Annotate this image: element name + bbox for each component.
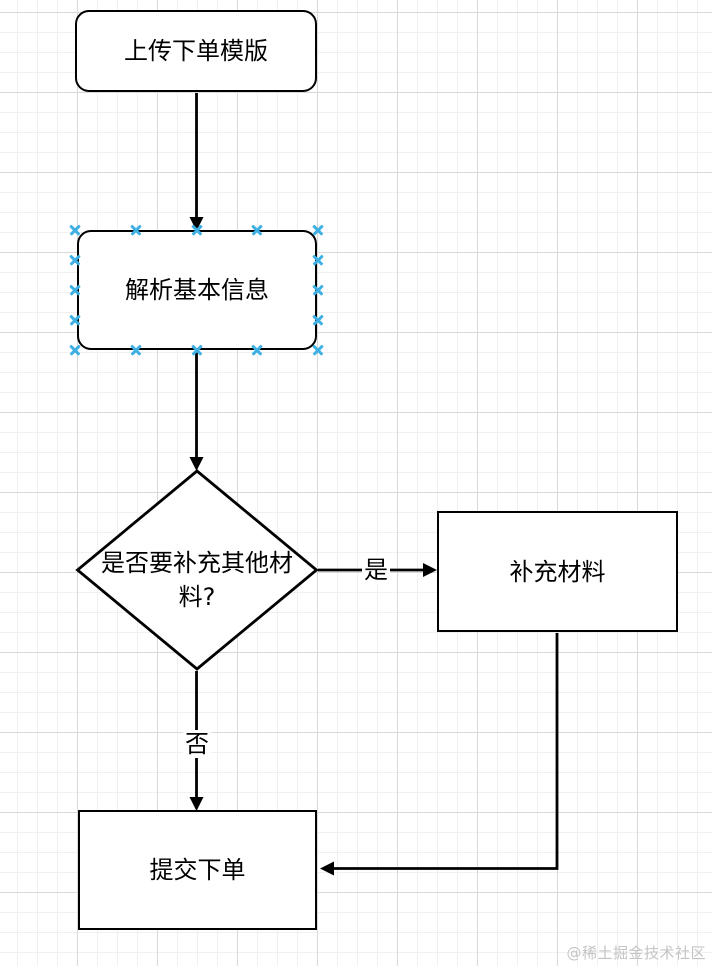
connection-point-x-icon[interactable] <box>191 224 203 236</box>
connection-point-x-icon[interactable] <box>251 344 263 356</box>
connection-point-x-icon[interactable] <box>312 224 324 236</box>
connection-point-x-icon[interactable] <box>312 284 324 296</box>
connection-point-x-icon[interactable] <box>312 314 324 326</box>
connection-point-x-icon[interactable] <box>69 224 81 236</box>
edge-label-no[interactable]: 否 <box>183 730 211 758</box>
arrowhead-down-icon <box>189 797 204 811</box>
connection-point-x-icon[interactable] <box>312 344 324 356</box>
arrowhead-left-icon <box>320 861 334 876</box>
node-decision-label: 是否要补充其他材 料? <box>101 549 293 611</box>
connection-point-x-icon[interactable] <box>130 224 142 236</box>
node-submit-order-label: 提交下单 <box>149 856 246 884</box>
edge-supplement-to-submit[interactable] <box>334 633 559 870</box>
node-upload-template-label: 上传下单模版 <box>124 37 268 65</box>
node-parse-info[interactable]: 解析基本信息 <box>77 230 317 350</box>
connection-point-x-icon[interactable] <box>69 254 81 266</box>
node-submit-order[interactable]: 提交下单 <box>78 810 317 930</box>
arrowhead-down-icon <box>189 457 204 471</box>
edge-label-yes[interactable]: 是 <box>362 556 390 584</box>
connection-point-x-icon[interactable] <box>130 344 142 356</box>
connection-point-x-icon[interactable] <box>69 344 81 356</box>
connection-point-x-icon[interactable] <box>69 314 81 326</box>
arrowhead-right-icon <box>423 563 437 577</box>
watermark: @稀土掘金技术社区 <box>566 944 706 962</box>
connection-point-x-icon[interactable] <box>69 284 81 296</box>
connection-point-x-icon[interactable] <box>251 224 263 236</box>
node-parse-info-label: 解析基本信息 <box>125 276 269 304</box>
node-supplement-material[interactable]: 补充材料 <box>437 511 678 632</box>
connection-point-x-icon[interactable] <box>191 344 203 356</box>
connection-point-x-icon[interactable] <box>312 254 324 266</box>
node-supplement-material-label: 补充材料 <box>509 557 606 586</box>
node-upload-template[interactable]: 上传下单模版 <box>75 10 317 92</box>
node-decision-shape[interactable] <box>75 469 319 671</box>
